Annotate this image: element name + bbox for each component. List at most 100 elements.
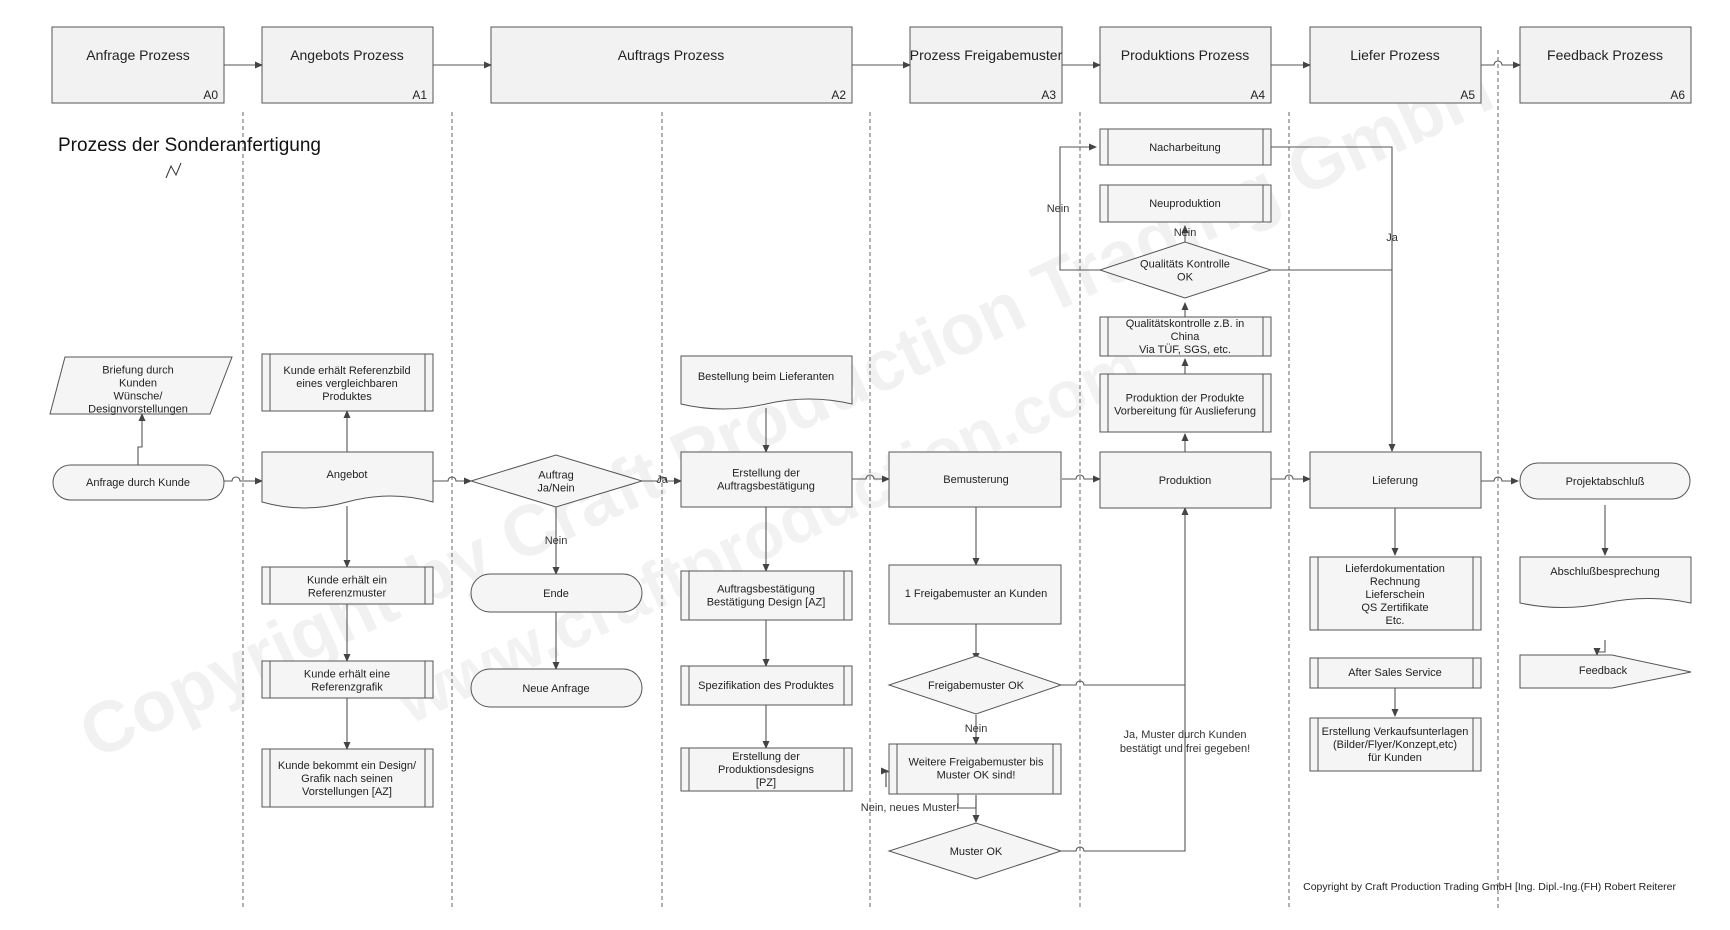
node-label-lieferdoku: Rechnung	[1370, 576, 1420, 588]
node-auftragsbestaetigung[interactable]	[680, 451, 853, 508]
label-ja-muster-1: Ja, Muster durch Kunden	[1124, 729, 1247, 741]
node-label-verkaufsunterlagen: Erstellung Verkaufsunterlagen	[1322, 726, 1469, 738]
node-bestaetigung-design[interactable]	[680, 570, 853, 621]
node-referenzgrafik[interactable]	[261, 660, 434, 699]
node-label-weitere: Weitere Freigabemuster bis	[909, 757, 1044, 769]
node-bemusterung[interactable]	[888, 451, 1062, 508]
node-neue-anfrage[interactable]	[470, 668, 643, 708]
node-label-auftrag: Ja/Nein	[537, 483, 574, 495]
node-label-lieferung: Lieferung	[1372, 475, 1418, 487]
label-nein-freigabe: Nein	[965, 723, 988, 735]
node-weitere-freigabemuster[interactable]	[888, 743, 1062, 795]
node-muster-ok-decision[interactable]	[887, 822, 1063, 880]
node-referenzmuster[interactable]	[261, 566, 434, 605]
node-label-nacharbeitung: Nacharbeitung	[1149, 142, 1221, 154]
node-qualitaets-kontrolle-decision[interactable]	[1098, 241, 1273, 299]
header-a1[interactable]: Angebots Prozess A1	[261, 26, 434, 104]
node-referenzbild[interactable]	[261, 353, 434, 412]
node-label-lieferdoku: Etc.	[1386, 615, 1405, 627]
label-nein-qk-left: Nein	[1047, 203, 1070, 215]
node-label-neue-anfrage: Neue Anfrage	[522, 683, 589, 695]
node-design[interactable]	[261, 748, 434, 808]
node-label-briefung: Designvorstellungen	[88, 404, 188, 416]
header-a5[interactable]: Liefer Prozess A5	[1309, 26, 1482, 104]
header-a6[interactable]: Feedback Prozess A6	[1519, 26, 1692, 104]
label-nein-neues-muster: Nein, neues Muster!	[861, 802, 959, 814]
node-briefung[interactable]	[49, 356, 233, 415]
node-produktion[interactable]	[1099, 451, 1272, 509]
node-label-verkaufsunterlagen: (Bilder/Flyer/Konzept,etc)	[1333, 739, 1457, 751]
node-lieferdokumentation[interactable]	[1309, 556, 1482, 631]
node-label-referenzbild: Kunde erhält Referenzbild	[283, 365, 410, 377]
node-produktion-der-produkte[interactable]	[1099, 373, 1272, 433]
node-verkaufsunterlagen[interactable]	[1309, 717, 1482, 772]
header-title: Feedback Prozess	[1547, 47, 1663, 63]
node-label-qk-ok: OK	[1177, 272, 1194, 284]
node-neuproduktion[interactable]	[1099, 184, 1272, 223]
header-code: A6	[1670, 88, 1685, 102]
node-label-feedback: Feedback	[1579, 665, 1628, 677]
diagram-title: Prozess der Sonderanfertigung	[58, 135, 321, 156]
node-label-referenzbild: eines vergleichbaren	[296, 378, 398, 390]
node-bestellung[interactable]	[680, 355, 853, 410]
node-label-briefung: Wünsche/	[114, 391, 164, 403]
label-ja-auftrag: Ja	[656, 474, 669, 486]
node-label-spezifikation: Spezifikation des Produktes	[698, 680, 834, 692]
label-nein-qk-top: Nein	[1174, 227, 1197, 239]
node-nacharbeitung[interactable]	[1099, 128, 1272, 166]
header-a0[interactable]: Anfrage Prozess A0	[51, 26, 225, 104]
node-lieferung[interactable]	[1309, 451, 1482, 509]
node-label-auftragsbestaetigung: Erstellung der	[732, 468, 800, 480]
node-qualitaetskontrolle-china[interactable]	[1099, 316, 1272, 357]
node-label-auftrag: Auftrag	[538, 470, 573, 482]
header-title: Liefer Prozess	[1350, 47, 1439, 63]
header-code: A5	[1460, 88, 1475, 102]
header-title: Produktions Prozess	[1121, 47, 1249, 63]
node-label-referenzgrafik: Referenzgrafik	[311, 682, 383, 694]
node-label-produktion: Produktion	[1159, 475, 1212, 487]
node-label-auftragsbestaetigung: Auftragsbestätigung	[717, 481, 815, 493]
header-a3[interactable]: Prozess Freigabemuster A3	[909, 26, 1063, 104]
node-label-referenzmuster: Referenzmuster	[308, 588, 387, 600]
header-title: Auftrags Prozess	[618, 47, 725, 63]
node-label-after-sales: After Sales Service	[1348, 667, 1442, 679]
node-label-verkaufsunterlagen: für Kunden	[1368, 752, 1422, 764]
label-ja-qk: Ja	[1386, 232, 1399, 244]
copyright-text: Copyright by Craft Production Trading Gm…	[1303, 881, 1676, 893]
node-freigabemuster-ok-decision[interactable]	[887, 655, 1063, 715]
node-angebot[interactable]	[261, 451, 434, 509]
header-code: A2	[831, 88, 846, 102]
header-a4[interactable]: Produktions Prozess A4	[1099, 26, 1272, 104]
node-label-qk-ok: Qualitäts Kontrolle	[1140, 259, 1230, 271]
node-label-qk-china: Qualitätskontrolle z.B. in	[1126, 318, 1245, 330]
header-title: Prozess Freigabemuster	[910, 47, 1063, 63]
edge-labels: Ja Nein Nein Nein, neues Muster! Ja, Mus…	[545, 203, 1399, 814]
node-abschlussbesprechung[interactable]	[1519, 556, 1692, 608]
node-label-bestaetigung-design: Bestätigung Design [AZ]	[707, 597, 826, 609]
node-spezifikation[interactable]	[680, 665, 853, 706]
node-label-weitere: Muster OK sind!	[937, 770, 1016, 782]
node-auftrag-decision[interactable]	[469, 454, 644, 508]
node-freigabemuster-kunde[interactable]	[888, 564, 1062, 625]
node-anfrage-durch-kunde[interactable]	[52, 464, 225, 501]
node-projektabschluss[interactable]	[1519, 462, 1691, 500]
node-after-sales-service[interactable]	[1309, 657, 1482, 689]
node-produktionsdesign[interactable]	[680, 747, 853, 792]
header-title: Angebots Prozess	[290, 47, 404, 63]
header-code: A3	[1041, 88, 1056, 102]
node-label-referenzmuster: Kunde erhält ein	[307, 575, 387, 587]
node-label-referenzgrafik: Kunde erhält eine	[304, 669, 390, 681]
node-label-freigabemuster-ok: Freigabemuster OK	[928, 680, 1025, 692]
header-row: Anfrage Prozess A0 Angebots Prozess A1 A…	[51, 26, 1692, 104]
node-label-produktion-prod: Produktion der Produkte	[1126, 393, 1245, 405]
node-ende[interactable]	[470, 573, 643, 613]
node-feedback[interactable]	[1519, 654, 1692, 689]
node-label-anfrage: Anfrage durch Kunde	[86, 477, 190, 489]
node-label-design: Grafik nach seinen	[301, 773, 393, 785]
node-label-ende: Ende	[543, 588, 569, 600]
node-label-bestaetigung-design: Auftragsbestätigung	[717, 584, 815, 596]
header-title: Anfrage Prozess	[86, 47, 190, 63]
header-a2[interactable]: Auftrags Prozess A2	[490, 26, 853, 104]
node-label-referenzbild: Produktes	[322, 391, 372, 403]
